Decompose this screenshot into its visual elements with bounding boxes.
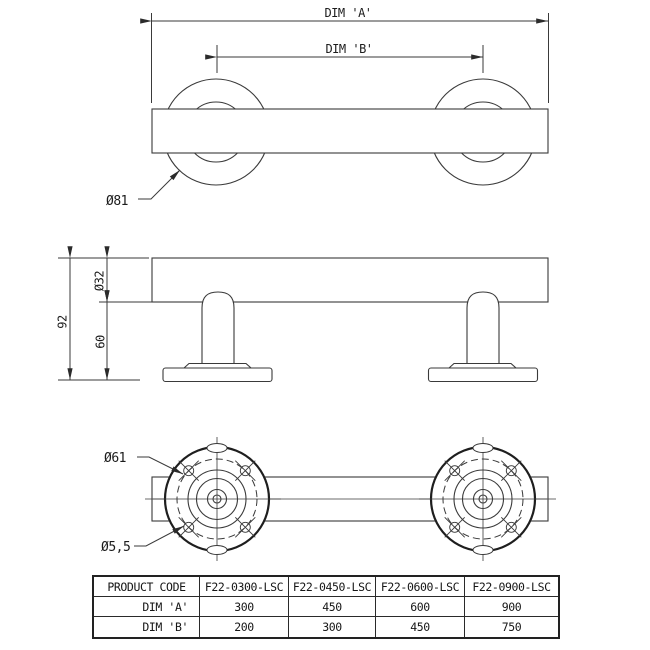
cover-diameter-leader [137,456,184,475]
dim-a-dimension [140,13,549,103]
product-code-table: PRODUCT CODE F22-0300-LSC F22-0450-LSC F… [92,575,560,639]
table-dim-b-2: 300 [289,617,376,637]
side-right-base-plate [427,367,539,383]
table-dim-a-2: 450 [289,597,376,617]
flange-diameter-label: Ø81 [106,194,128,209]
plan-left-bottom-notch [206,545,228,555]
side-right-stem [466,291,500,369]
stem-height-label: 60 [94,335,108,349]
table-product-code-2: F22-0450-LSC [289,577,376,597]
table-product-code-1: F22-0300-LSC [200,577,289,597]
side-right-collar [447,362,518,369]
plan-left-flange [153,437,281,561]
table-rowhead-dim-a: DIM 'A' [94,597,200,617]
side-view: 92 Ø32 60 [56,246,549,383]
side-left-stem [201,291,235,369]
plan-left-top-notch [206,443,228,453]
front-view: DIM 'A' DIM 'B' Ø81 [106,6,549,209]
plan-right-top-notch [472,443,494,453]
table-header-product-code: PRODUCT CODE [94,577,200,597]
hole-diameter-label: Ø5,5 [101,540,130,555]
dim-b-label: DIM 'B' [325,42,372,56]
table-dim-b-3: 450 [376,617,465,637]
table-rowhead-dim-b: DIM 'B' [94,617,200,637]
overall-height-label: 92 [56,315,70,329]
table-dim-b-1: 200 [200,617,289,637]
bar-diameter-label: Ø32 [93,271,107,291]
plan-right-bottom-notch [472,545,494,555]
table-dim-a-1: 300 [200,597,289,617]
flange-diameter-leader [138,169,181,200]
cover-diameter-label: Ø61 [104,451,126,466]
side-left-collar [182,362,253,369]
table-product-code-3: F22-0600-LSC [376,577,465,597]
table-dim-a-4: 900 [465,597,558,617]
dim-b-dimension [205,45,484,73]
front-grab-bar [151,108,549,154]
dim-a-label: DIM 'A' [324,6,371,20]
side-left-base-plate [162,367,273,383]
plan-right-flange [419,437,547,561]
plan-right-bolt-circle [442,458,524,540]
plan-left-bolt-circle [176,458,258,540]
table-dim-b-4: 750 [501,620,522,634]
hole-diameter-leader [134,525,185,547]
plan-right-bolt-holes [444,460,522,538]
table-product-code-4: F22-0900-LSC [465,577,558,597]
plan-view: Ø61 Ø5,5 [101,437,556,561]
plan-left-bolt-holes [178,460,256,538]
table-dim-a-3: 600 [376,597,465,617]
